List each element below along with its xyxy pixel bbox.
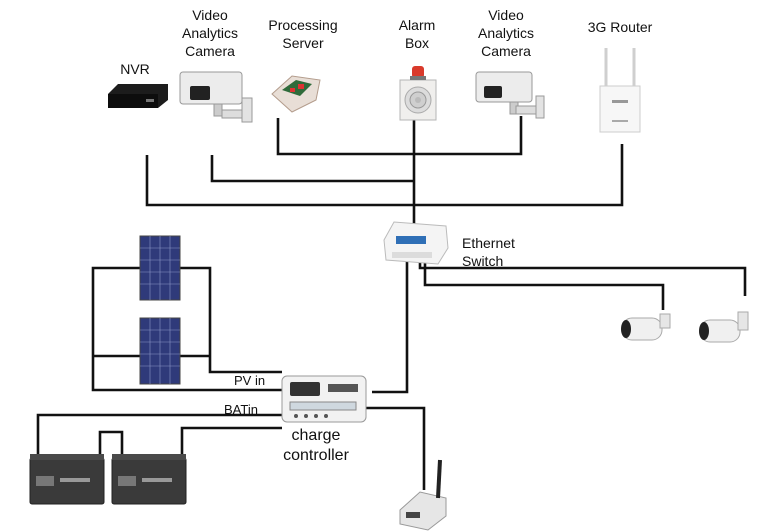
label-charge-controller: charge controller <box>283 427 349 464</box>
wire-controller-device <box>362 406 426 490</box>
label-camera-1: Video Analytics Camera <box>181 7 239 59</box>
analytics-camera-icon <box>475 71 545 119</box>
battery-icon <box>29 454 105 505</box>
wiring <box>36 116 747 490</box>
battery-icon <box>111 454 187 505</box>
solar-panel-icon <box>139 317 181 385</box>
label-bat-in: BATin <box>224 402 258 417</box>
wire-camera1 <box>210 155 414 183</box>
label-nvr: NVR <box>120 61 150 77</box>
solar-panel-icon <box>139 235 181 301</box>
alarm-box-icon <box>399 66 437 121</box>
bullet-camera-icon <box>699 311 749 343</box>
wire-server-camera2 <box>276 116 523 156</box>
router-icon <box>599 48 641 133</box>
label-processing-server: Processing Server <box>268 17 338 51</box>
wire-bat-in <box>36 413 282 455</box>
label-camera-2: Video Analytics Camera <box>477 7 535 59</box>
wire-switch-bullet1 <box>423 262 665 310</box>
wire-switch-bullet2 <box>418 260 747 296</box>
wire-panel-left <box>91 266 282 392</box>
label-ethernet-switch: Ethernet Switch <box>462 235 515 269</box>
wire-battery-link <box>98 430 124 455</box>
label-alarm-box: Alarm Box <box>398 17 436 51</box>
charge-controller-icon <box>281 375 367 423</box>
label-pv-in: PV in <box>234 373 266 388</box>
wire-switch-controller <box>372 262 409 394</box>
nvr-icon <box>108 84 168 108</box>
wire-nvr-router <box>145 144 624 207</box>
bullet-camera-icon <box>621 313 671 341</box>
label-3g-router: 3G Router <box>587 19 653 35</box>
wireless-device-icon <box>399 459 447 531</box>
processing-server-icon <box>271 75 321 113</box>
analytics-camera-icon <box>179 71 253 123</box>
wire-battery-neg <box>180 426 282 455</box>
ethernet-switch-icon <box>383 221 449 265</box>
wire-panel-right <box>180 266 230 374</box>
